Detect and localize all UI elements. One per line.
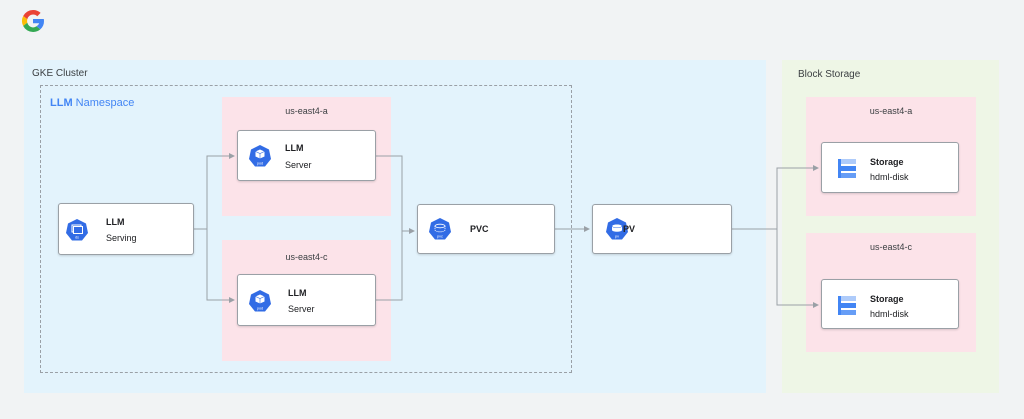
zone-label: us-east4-c xyxy=(285,252,328,262)
pod-subtitle: Server xyxy=(288,304,315,314)
serving-title: LLM xyxy=(106,217,125,227)
pod-icon-label: pod xyxy=(257,307,263,311)
storage-title: Storage xyxy=(870,157,904,167)
pod-icon: pod xyxy=(249,290,271,312)
pvc-icon-label: pvc xyxy=(437,235,443,239)
namespace-label-rest: Namespace xyxy=(72,97,135,109)
persistent-disk-icon xyxy=(838,296,856,315)
pvc-card[interactable]: pvc PVC xyxy=(417,204,555,254)
pv-icon-label: pv xyxy=(615,235,619,239)
pod-subtitle: Server xyxy=(285,160,312,170)
pv-title: PV xyxy=(623,224,636,234)
block-storage-label: Block Storage xyxy=(798,69,861,80)
persistent-disk-icon xyxy=(838,159,856,178)
llm-serving-card[interactable]: ds LLM Serving xyxy=(58,203,194,255)
pod-title: LLM xyxy=(288,288,307,298)
pod-icon-label: pod xyxy=(257,162,263,166)
pv-icon: pv xyxy=(606,218,628,240)
serving-subtitle: Serving xyxy=(106,233,137,243)
pvc-icon: pvc xyxy=(429,218,451,240)
storage-subtitle: hdml-disk xyxy=(870,172,909,182)
zone-label: us-east4-c xyxy=(869,242,913,252)
ds-icon-label: ds xyxy=(75,236,79,240)
gke-cluster-label: GKE Cluster xyxy=(32,68,88,79)
pod-icon: pod xyxy=(249,145,271,167)
zone-label: us-east4-a xyxy=(285,106,328,116)
storage-subtitle: hdml-disk xyxy=(870,309,909,319)
pod-title: LLM xyxy=(285,143,304,153)
zone-label: us-east4-a xyxy=(869,106,913,116)
storage-title: Storage xyxy=(870,294,904,304)
storage-card-c[interactable]: Storage hdml-disk xyxy=(821,279,959,329)
storage-card-a[interactable]: Storage hdml-disk xyxy=(821,142,959,193)
llm-server-pod-card-a[interactable]: pod LLM Server xyxy=(237,130,376,181)
daemonset-icon: ds xyxy=(66,219,88,241)
pvc-title: PVC xyxy=(470,224,489,234)
namespace-label: LLM Namespace xyxy=(50,97,134,109)
google-logo-icon xyxy=(21,9,45,33)
pv-card[interactable]: pv PV xyxy=(592,204,732,254)
namespace-label-bold: LLM xyxy=(50,97,73,109)
llm-server-pod-card-c[interactable]: pod LLM Server xyxy=(237,274,376,326)
